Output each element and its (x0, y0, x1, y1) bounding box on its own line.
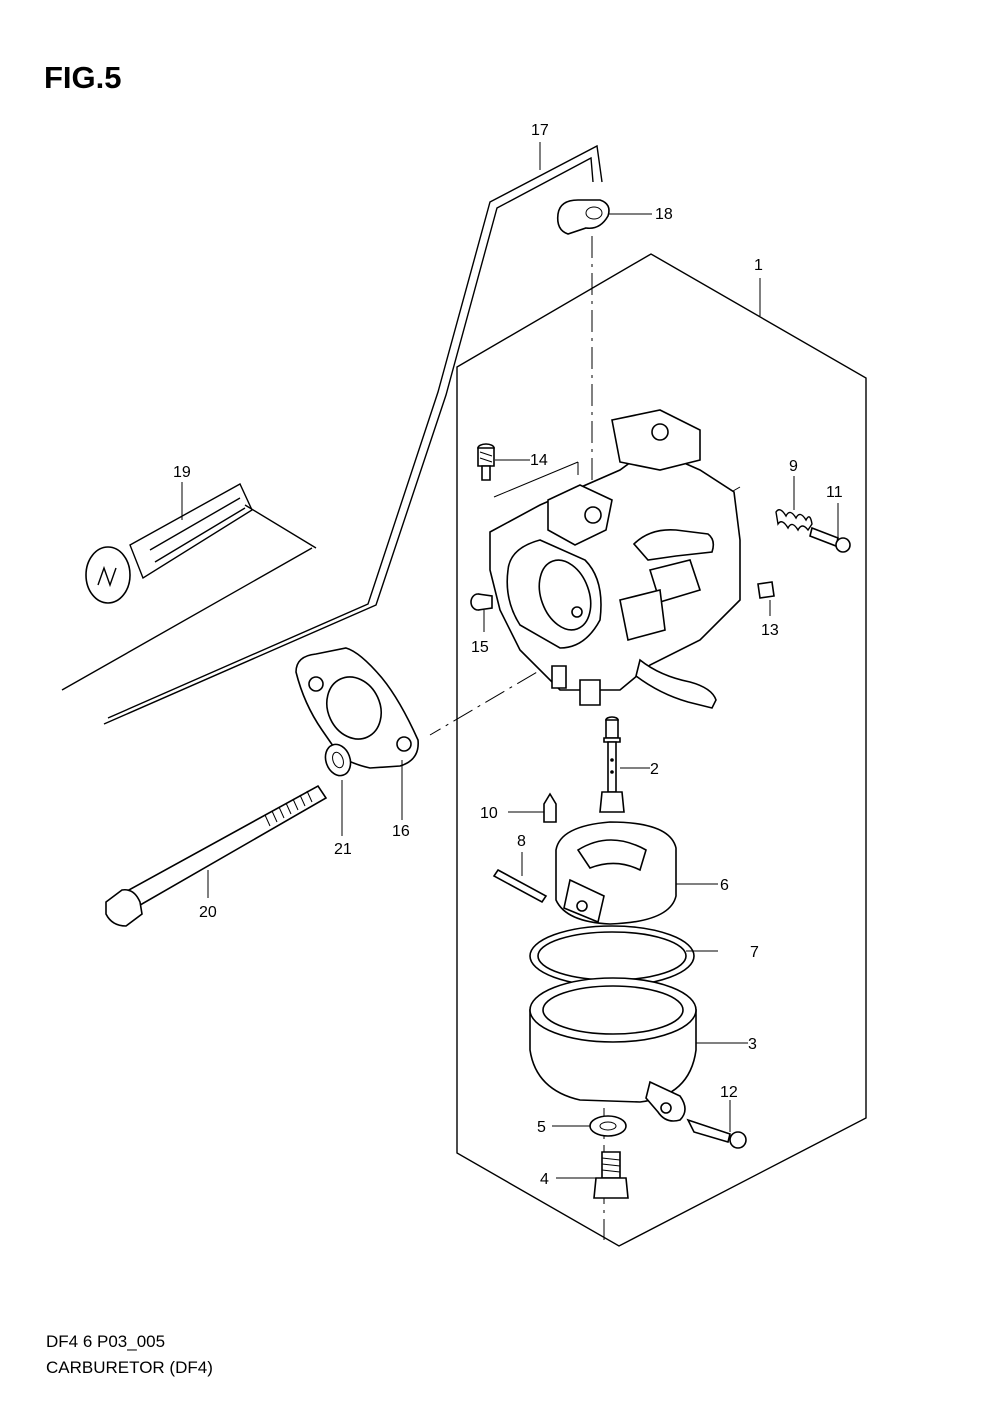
callout-3: 3 (748, 1036, 757, 1053)
part-8-pin (492, 868, 548, 904)
assembly-boundary (456, 253, 867, 1247)
callout-1: 1 (754, 257, 763, 274)
callout-21: 21 (334, 841, 352, 858)
callout-2: 2 (650, 761, 659, 778)
part-6-float (555, 821, 677, 925)
part-2-jet (599, 716, 625, 813)
callout-19: 19 (173, 464, 191, 481)
part-15-screw (470, 593, 493, 611)
callout-16: 16 (392, 823, 410, 840)
callout-12: 12 (720, 1084, 738, 1101)
part-13-plug (757, 581, 775, 599)
callout-20: 20 (199, 904, 217, 921)
callout-14: 14 (530, 452, 548, 469)
figure-title: FIG.5 (44, 60, 122, 95)
part-21-washer (324, 743, 352, 777)
part-18-clip (556, 199, 610, 235)
callout-labels: 17 18 1 14 9 11 19 13 15 2 10 8 16 21 6 … (173, 122, 843, 1188)
part-19-choke-knob (61, 483, 317, 691)
part-4-drain-plug (593, 1151, 629, 1199)
leader-lines (181, 142, 839, 1179)
part-17-rod (103, 144, 603, 725)
part-9-spring (775, 509, 813, 532)
callout-15: 15 (471, 639, 489, 656)
callout-10: 10 (480, 805, 498, 822)
callout-18: 18 (655, 206, 673, 223)
part-11-screw (809, 526, 851, 553)
callout-7: 7 (750, 944, 759, 961)
diagram-caption: CARBURETOR (DF4) (46, 1358, 213, 1377)
callout-11: 11 (826, 484, 843, 501)
callout-17: 17 (531, 122, 549, 139)
diagram-code: DF4 6 P03_005 (46, 1332, 166, 1351)
part-16-gasket (295, 647, 419, 769)
part-5-washer (589, 1115, 627, 1137)
callout-5: 5 (537, 1119, 546, 1136)
part-3-float-bowl (529, 977, 697, 1122)
part-20-bolt (105, 784, 328, 927)
callout-9: 9 (789, 458, 798, 475)
part-7-o-ring (529, 925, 695, 987)
part-12-screw (686, 1118, 747, 1149)
callout-4: 4 (540, 1171, 549, 1188)
part-10-needle (543, 792, 557, 823)
callout-8: 8 (517, 833, 526, 850)
part-14-screw (477, 443, 495, 481)
part-1-carburetor-body (489, 409, 741, 709)
callout-6: 6 (720, 877, 729, 894)
callout-13: 13 (761, 622, 779, 639)
